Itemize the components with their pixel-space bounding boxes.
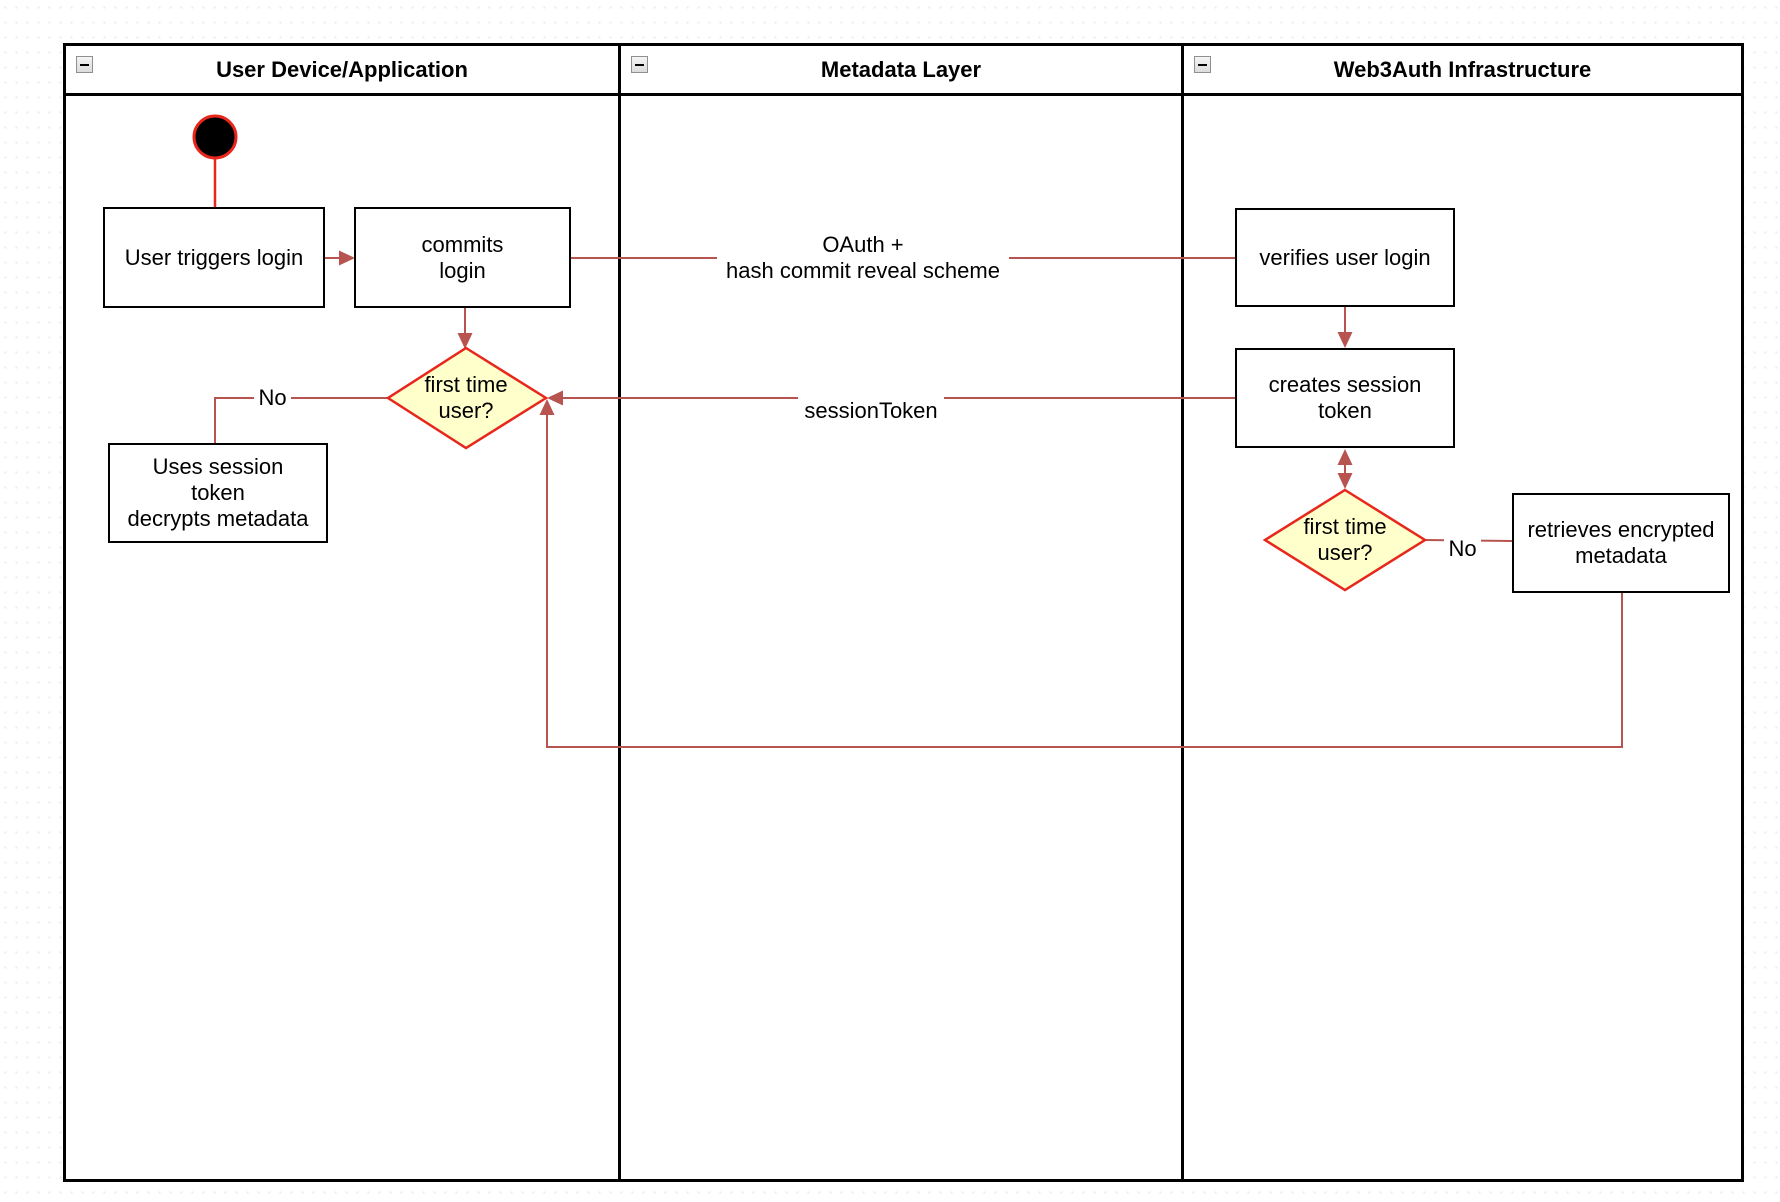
node-user-triggers-login[interactable]: User triggers login [103,207,325,308]
lane-header-metadata-layer[interactable]: Metadata Layer [621,46,1181,96]
edge-label-no-infra: No [1444,536,1481,562]
edge-return-metadata [546,412,1623,748]
start-node[interactable] [192,114,238,160]
minus-icon [80,63,89,66]
node-verifies-user-login[interactable]: verifies user login [1235,208,1455,307]
arrowhead-down-icon [1337,332,1353,348]
lane-header-user-device[interactable]: User Device/Application [66,46,618,96]
lane-title-web3auth-infrastructure: Web3Auth Infrastructure [1333,56,1592,82]
node-label: User triggers login [124,244,304,270]
collapse-lane-icon[interactable] [76,56,93,73]
collapse-lane-icon[interactable] [631,56,648,73]
edge-no-device [214,397,388,443]
collapse-lane-icon[interactable] [1194,56,1211,73]
lane-header-web3auth-infrastructure[interactable]: Web3Auth Infrastructure [1184,46,1741,96]
decision-first-time-user-infra[interactable] [1262,488,1428,592]
node-label: creates session token [1268,372,1422,423]
node-uses-session-token[interactable]: Uses session token decrypts metadata [108,443,328,543]
decision-first-time-user-device[interactable] [385,346,549,450]
node-label: Uses session token decrypts metadata [127,454,309,531]
arrowhead-down-icon [457,333,473,349]
arrowhead-up-icon [539,399,555,415]
arrowhead-left-icon [547,390,563,406]
node-label: retrieves encrypted metadata [1527,517,1715,568]
lane-title-user-device: User Device/Application [216,56,468,82]
edge-label-no-device: No [254,385,291,411]
node-label: commits login [421,231,504,283]
node-creates-session-token[interactable]: creates session token [1235,348,1455,448]
node-commits-login[interactable]: commits login [354,207,571,308]
node-label: verifies user login [1259,244,1431,270]
arrowhead-down-icon [1337,473,1353,489]
arrowhead-up-icon [1337,449,1353,465]
node-retrieves-encrypted-metadata[interactable]: retrieves encrypted metadata [1512,493,1730,593]
edge-label-oauth: OAuth + hash commit reveal scheme [717,232,1009,284]
arrowhead-right-icon [339,250,355,266]
minus-icon [1198,63,1207,66]
minus-icon [635,63,644,66]
edge-label-session-token: sessionToken [798,397,944,424]
lane-title-metadata-layer: Metadata Layer [820,56,982,82]
